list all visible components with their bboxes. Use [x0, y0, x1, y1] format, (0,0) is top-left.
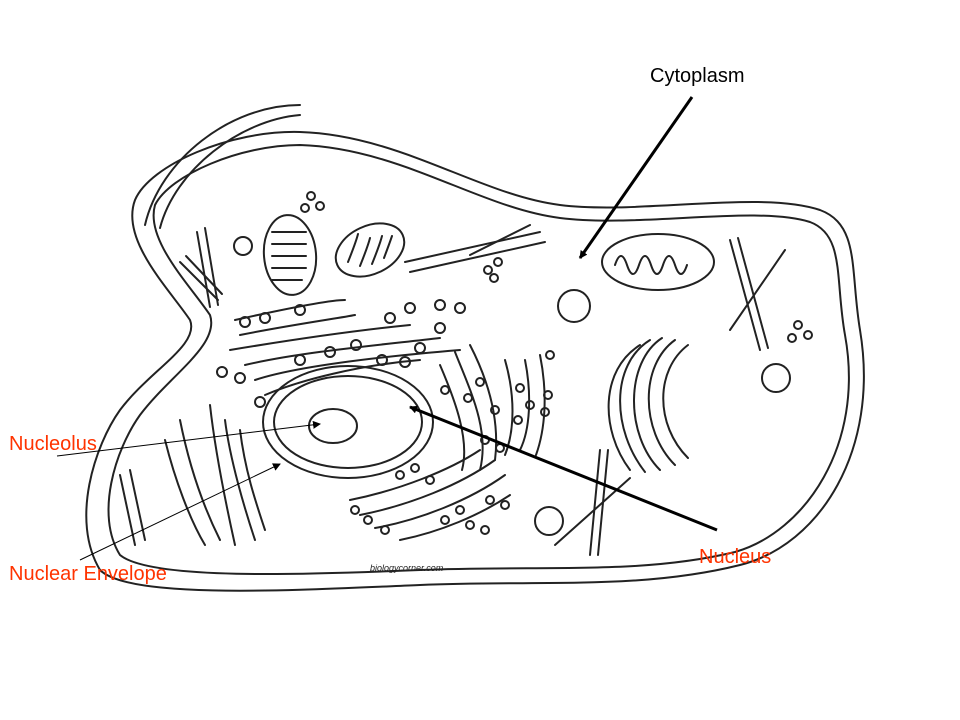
label-nucleolus: Nucleolus	[9, 433, 97, 455]
credit-watermark: biologycorner.com	[370, 563, 444, 573]
nuclear-envelope-inner	[274, 376, 422, 468]
label-nuclear-envelope: Nuclear Envelope	[9, 563, 167, 585]
mitochondrion-1	[261, 213, 320, 297]
mitochondrion-2	[327, 213, 413, 287]
label-cytoplasm: Cytoplasm	[650, 65, 745, 87]
nucleolus-shape	[309, 409, 357, 443]
cilium	[145, 105, 300, 225]
golgi-stack	[609, 345, 640, 470]
label-nucleus: Nucleus	[699, 546, 772, 568]
nucleolus-pointer	[57, 420, 321, 456]
mitochondrion-3	[602, 234, 714, 290]
nucleus-pointer	[409, 407, 717, 530]
nuclear-envelope-pointer	[80, 463, 281, 560]
cell-membrane-outer	[86, 132, 864, 591]
cell-membrane-inner	[109, 145, 849, 574]
cytoplasm-pointer	[580, 97, 692, 258]
nuclear-envelope-outer	[263, 366, 433, 478]
